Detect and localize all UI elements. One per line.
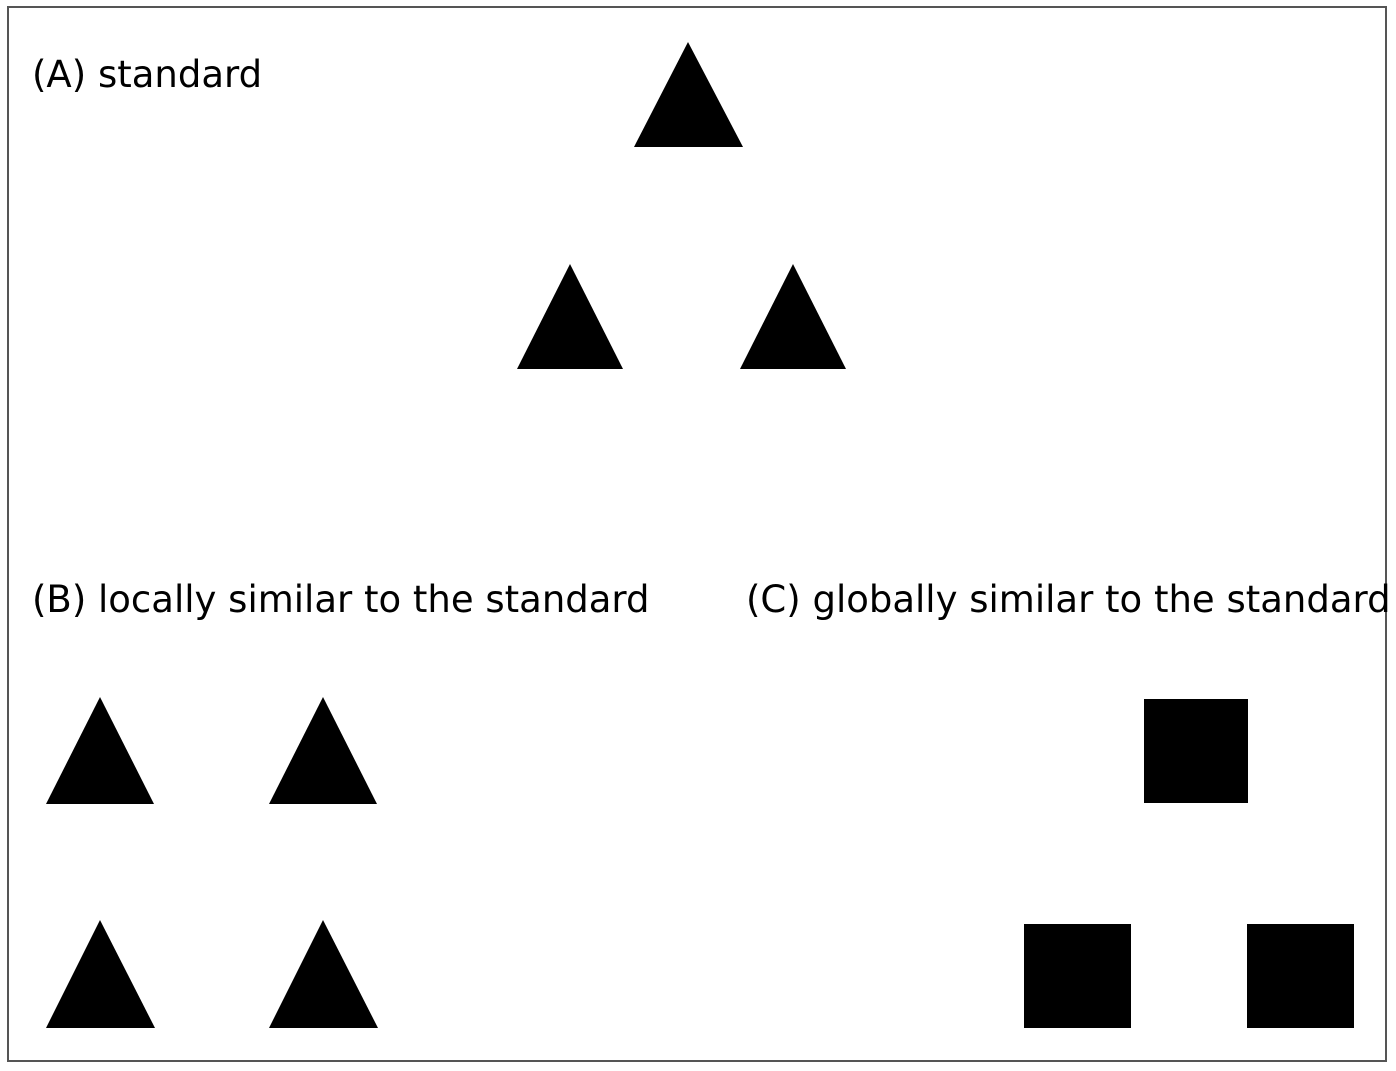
panel-b-shapes (46, 697, 378, 1028)
panel-c-shapes (1024, 699, 1354, 1028)
panel-b-triangle-bottom-right (269, 920, 378, 1028)
panel-a-triangle-top (634, 42, 743, 147)
figure-frame (7, 6, 1387, 1062)
panel-b-label: (B) locally similar to the standard (32, 578, 650, 621)
panel-b-triangle-bottom-left (46, 920, 155, 1028)
panel-c-label: (C) globally similar to the standard (746, 578, 1391, 621)
panel-c-square-top (1144, 699, 1248, 803)
panel-a-shapes (517, 42, 846, 369)
panel-b-triangle-top-right (269, 697, 377, 804)
panel-a-triangle-bottom-right (740, 264, 846, 369)
panel-a-triangle-bottom-left (517, 264, 623, 369)
panel-b-triangle-top-left (46, 697, 154, 804)
panel-a-label: (A) standard (32, 53, 263, 96)
panel-c-square-bottom-left (1024, 924, 1131, 1028)
panel-c-square-bottom-right (1247, 924, 1354, 1028)
